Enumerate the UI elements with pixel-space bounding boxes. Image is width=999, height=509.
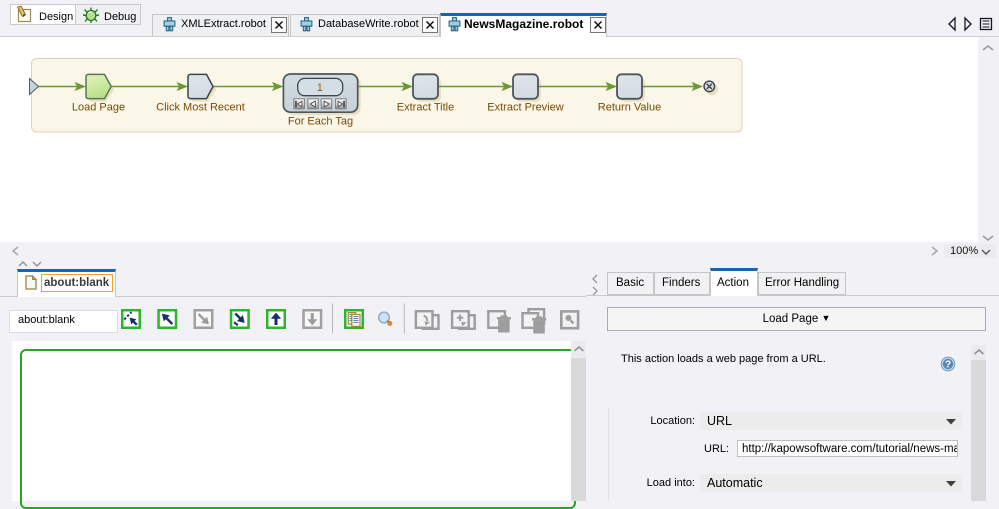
svg-text:Load Page: Load Page <box>72 102 125 114</box>
svg-text:For Each Tag: For Each Tag <box>288 116 353 128</box>
svg-text:Return Value: Return Value <box>598 102 661 114</box>
svg-text:?: ? <box>945 360 951 371</box>
svg-text:Click Most Recent: Click Most Recent <box>156 102 245 114</box>
svg-text:1: 1 <box>317 82 323 94</box>
svg-text:Extract Title: Extract Title <box>397 102 454 114</box>
svg-text:Extract Preview: Extract Preview <box>487 102 563 114</box>
